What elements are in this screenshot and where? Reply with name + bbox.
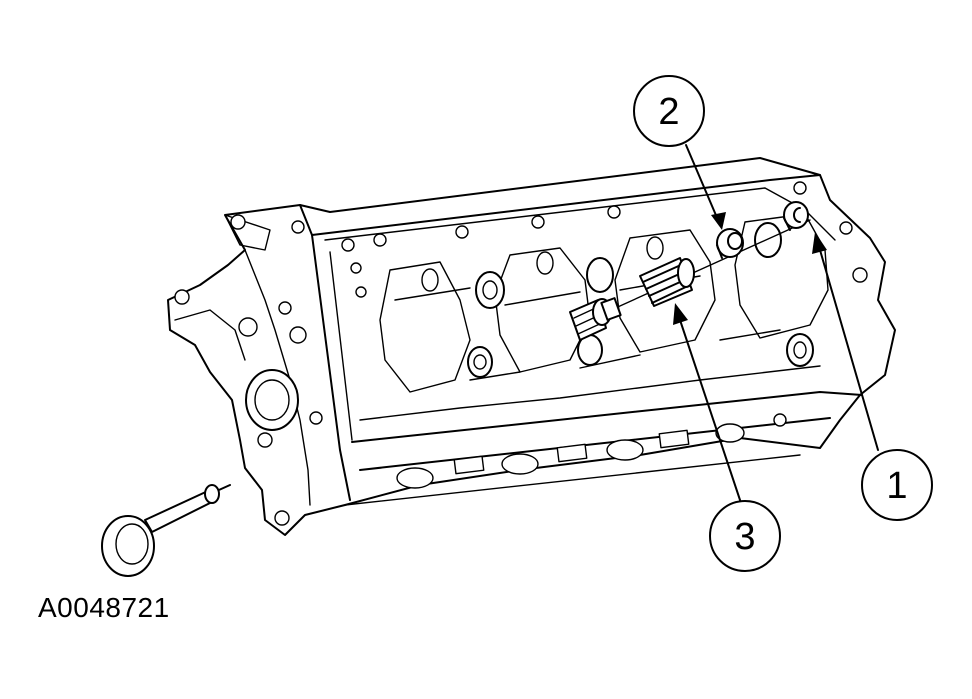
engine-valve [101, 484, 231, 577]
callout-3: 3 [709, 500, 781, 572]
callout-1: 1 [861, 449, 933, 521]
valve-spring [639, 257, 695, 307]
spring-retainer [716, 228, 744, 259]
callout-1-number: 1 [886, 465, 907, 507]
callout-2: 2 [633, 75, 705, 147]
callout-3-number: 3 [734, 516, 755, 558]
figure-id-label: A0048721 [38, 592, 170, 623]
valve-stem-seal [569, 297, 622, 341]
cylinder-head [167, 157, 896, 536]
callout-2-number: 2 [658, 91, 679, 133]
valve-keepers [783, 201, 809, 231]
leader-lines [673, 144, 879, 501]
valve-components [569, 201, 811, 341]
